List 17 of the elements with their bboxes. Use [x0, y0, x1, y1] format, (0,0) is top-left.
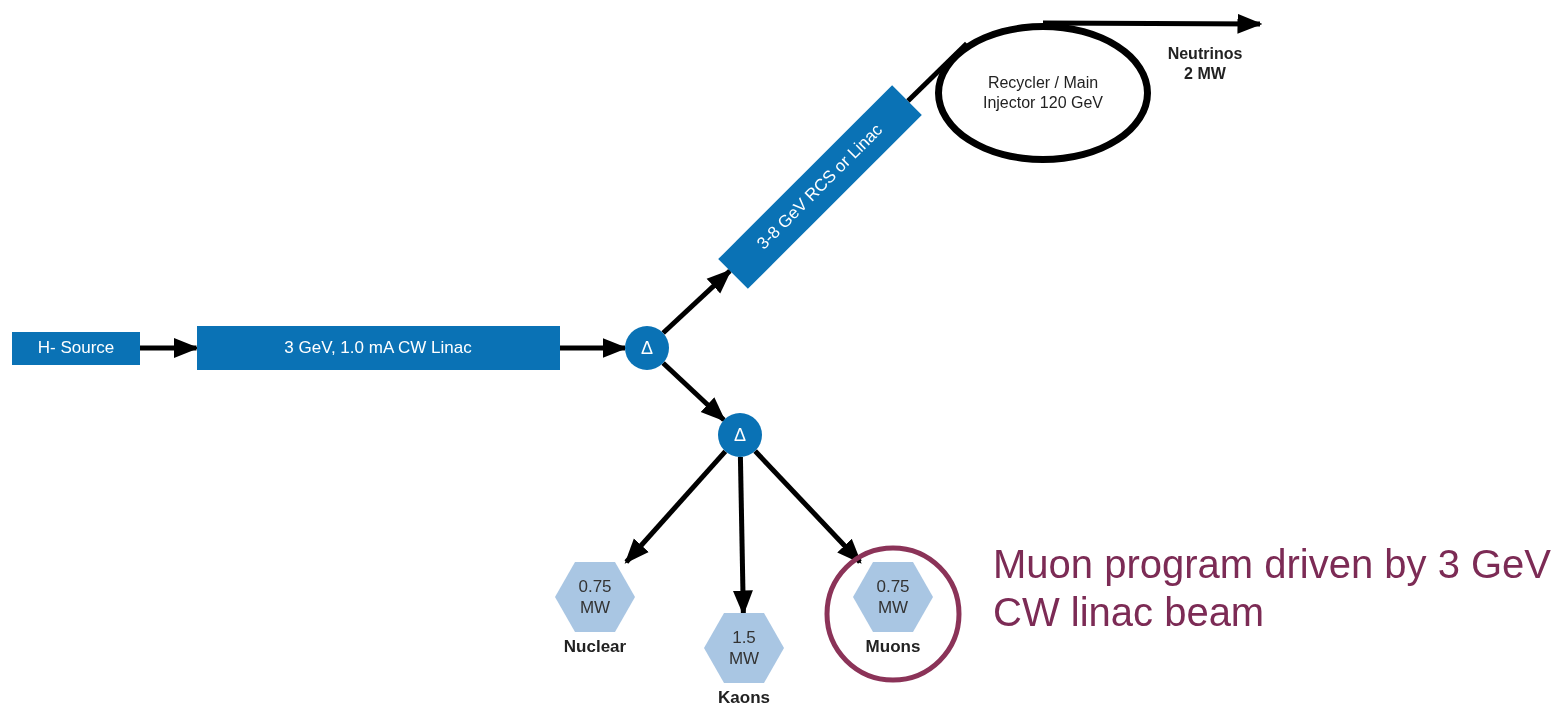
process-box: H- Source: [12, 331, 140, 365]
arrow: [661, 269, 732, 335]
arrow: [1043, 13, 1263, 34]
target-hexagon: 1.5 MW: [704, 613, 784, 683]
arrow: [624, 449, 728, 564]
target-label: Kaons: [717, 687, 771, 703]
process-box: 3 GeV, 1.0 mA CW Linac: [196, 326, 560, 370]
target-hexagon: 0.75 MW: [555, 562, 635, 632]
annotation-text: Muon program driven by 3 GeV CW linac beam: [993, 541, 1553, 636]
target-label: Muons: [864, 636, 922, 658]
target-hexagon: 0.75 MW: [853, 562, 933, 632]
arrow: [732, 456, 753, 616]
arrow: [661, 361, 726, 422]
output-label: Neutrinos 2 MW: [1166, 44, 1244, 84]
target-label: Nuclear: [562, 636, 628, 658]
arrow: [753, 449, 862, 564]
ring-ellipse: Recycler / Main Injector 120 GeV: [935, 23, 1151, 163]
